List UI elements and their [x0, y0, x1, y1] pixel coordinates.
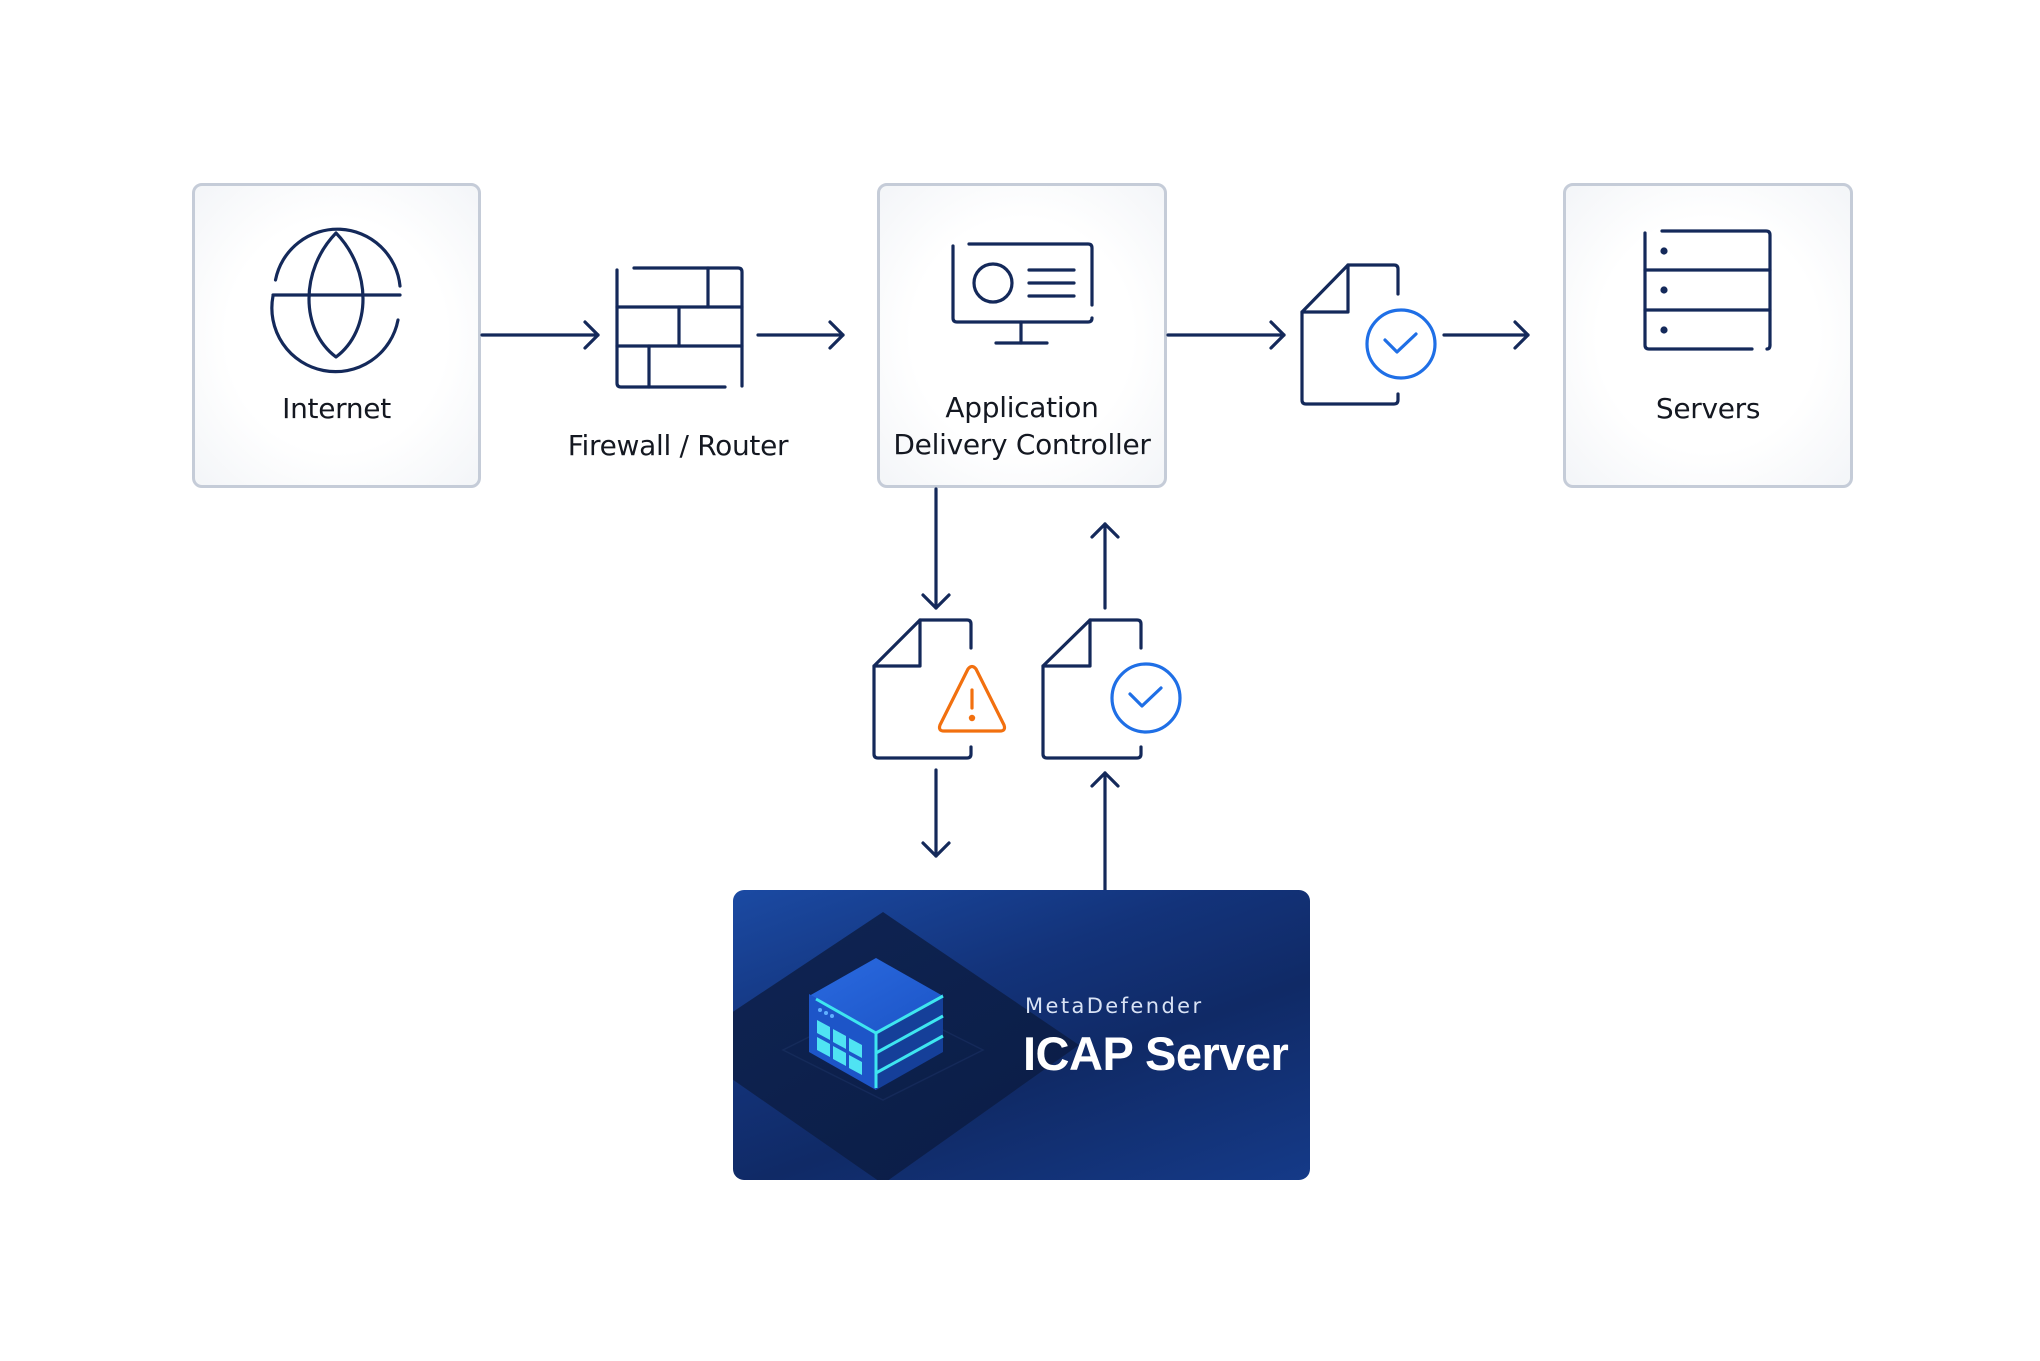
arrow-firewall-to-adc	[756, 320, 845, 350]
arrow-clean-file-to-adc	[1090, 522, 1120, 610]
file-warning-icon	[872, 618, 1007, 760]
file-check-icon	[1300, 263, 1437, 406]
arrow-internet-to-firewall	[480, 320, 600, 350]
arrow-warning-file-to-icap	[921, 768, 951, 858]
arrow-file-to-servers	[1442, 320, 1530, 350]
servers-node	[1563, 183, 1853, 488]
firewall-label: Firewall / Router	[567, 429, 789, 462]
icap-server-card: MetaDefender ICAP Server	[733, 890, 1310, 1180]
servers-label: Servers	[1655, 392, 1761, 425]
icap-title: ICAP Server	[1023, 1027, 1289, 1080]
server-rack-icon	[1643, 229, 1772, 351]
monitor-icon	[951, 242, 1094, 345]
server-cube-icon	[809, 958, 944, 1090]
adc-label-line2: Delivery Controller	[893, 428, 1151, 461]
adc-label-line1: Application	[945, 391, 1099, 424]
brick-wall-icon	[615, 266, 744, 389]
arrow-adc-to-warning-file	[921, 487, 951, 610]
arrow-icap-to-clean-file	[1090, 771, 1120, 893]
internet-label: Internet	[282, 392, 391, 425]
file-check-icon	[1041, 618, 1182, 760]
globe-icon	[270, 227, 402, 374]
icap-subtitle: MetaDefender	[1025, 994, 1204, 1018]
arrow-adc-to-file	[1166, 320, 1286, 350]
